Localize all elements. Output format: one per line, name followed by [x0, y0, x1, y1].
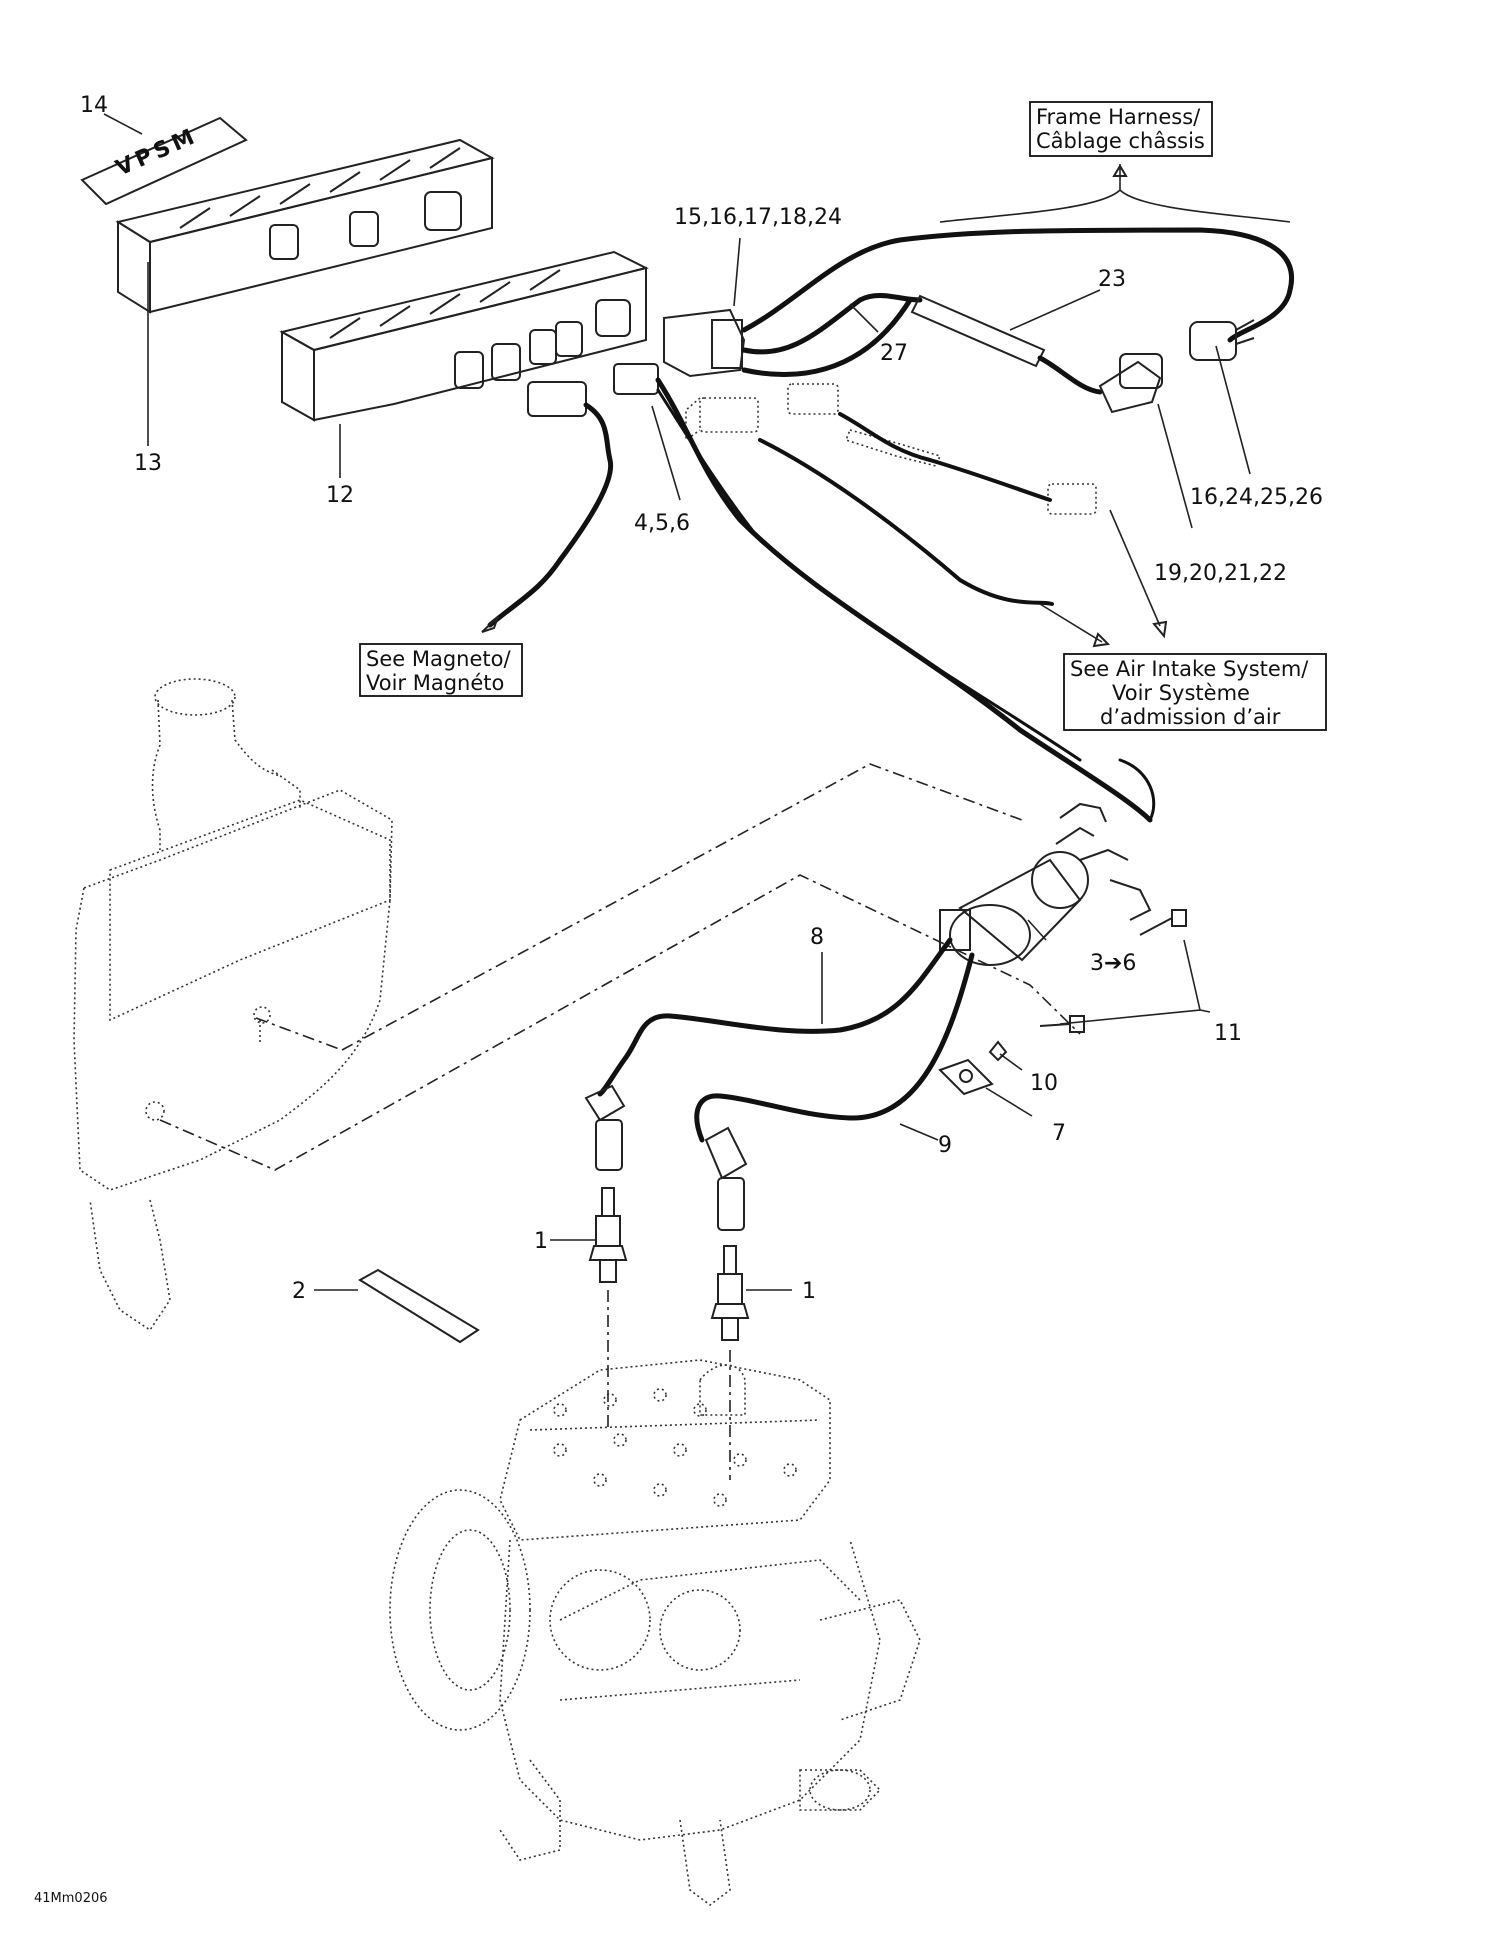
- connector-4-5-6: [613, 363, 659, 395]
- svg-text:Voir Magnéto: Voir Magnéto: [366, 671, 504, 695]
- callout-27: 27: [880, 341, 908, 366]
- svg-text:See Air Intake System/: See Air Intake System/: [1070, 657, 1309, 681]
- callout-19-22: 19,20,21,22: [1154, 561, 1287, 586]
- ref-frame-harness: Frame Harness/ Câblage châssis: [939, 101, 1291, 223]
- svg-text:Voir Système: Voir Système: [1112, 681, 1250, 705]
- svg-text:VPSM: VPSM: [112, 123, 202, 181]
- callout-3-6: 3➔6: [1090, 951, 1136, 976]
- connector-block-15: [663, 308, 746, 378]
- callout-23: 23: [1098, 267, 1126, 292]
- ecu-module-13: [115, 138, 495, 314]
- svg-text:d’admission d’air: d’admission d’air: [1100, 705, 1281, 729]
- callout-1a: 1: [534, 1229, 548, 1254]
- callout-12: 12: [326, 483, 354, 508]
- callout-16-24: 16,24,25,26: [1190, 485, 1323, 510]
- callout-8: 8: [810, 925, 824, 950]
- ref-magneto: See Magneto/ Voir Magnéto: [359, 643, 523, 697]
- callout-9: 9: [938, 1133, 952, 1158]
- ecu-connector: [481, 381, 614, 633]
- decal-14: VPSM: [80, 116, 248, 206]
- svg-text:See Magneto/: See Magneto/: [366, 647, 511, 671]
- air-intake-sensor: [685, 383, 1097, 606]
- ref-air-intake: See Air Intake System/ Voir Système d’ad…: [1039, 509, 1327, 731]
- svg-text:Frame Harness/: Frame Harness/: [1036, 105, 1201, 129]
- connector-16-24: [1189, 319, 1255, 361]
- ecu-module-12: [279, 250, 649, 422]
- oil-tank: [73, 678, 393, 1332]
- callout-2: 2: [292, 1279, 306, 1304]
- ignition-coil: [939, 758, 1156, 966]
- svg-text:Câblage châssis: Câblage châssis: [1036, 129, 1205, 153]
- engine: [389, 1359, 921, 1906]
- spark-plug-1: [588, 1187, 628, 1283]
- plug-cap-1: [584, 1084, 626, 1171]
- connector-19-22: [1098, 353, 1163, 414]
- label-2: [358, 1268, 480, 1344]
- harness-sleeve-23: [910, 294, 1103, 395]
- figure-code: 41Mm0206: [34, 1891, 108, 1906]
- callout-11: 11: [1214, 1021, 1242, 1046]
- callout-15: 15,16,17,18,24: [674, 205, 842, 230]
- nut-10: [988, 1040, 1008, 1062]
- callout-4-5-6: 4,5,6: [634, 511, 690, 536]
- leader-lines: [103, 113, 1251, 1291]
- screw-11: [1039, 909, 1187, 1033]
- plug-cap-2: [704, 1126, 748, 1231]
- spark-plug-2: [710, 1245, 750, 1341]
- callout-13: 13: [134, 451, 162, 476]
- callout-1b: 1: [802, 1279, 816, 1304]
- callout-10: 10: [1030, 1071, 1058, 1096]
- clip-7: [938, 1058, 994, 1096]
- callout-14: 14: [80, 93, 108, 118]
- callout-7: 7: [1052, 1121, 1066, 1146]
